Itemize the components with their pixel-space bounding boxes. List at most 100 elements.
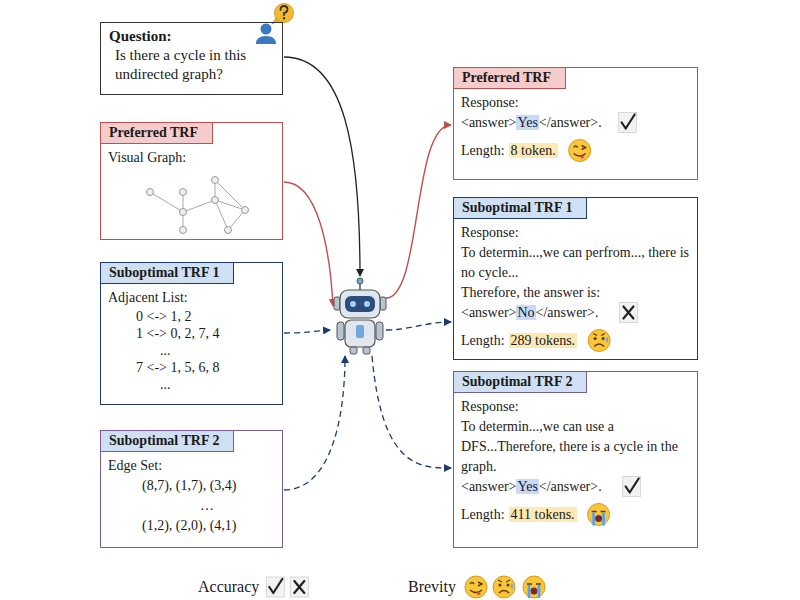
response-box: Preferred TRF Response: <answer>Yes</answe… [453, 67, 698, 180]
answer-text: </answer>. [536, 305, 599, 320]
box-title-tab: Suboptimal TRF 1 [101, 263, 234, 284]
graph-vertices [180, 209, 187, 216]
list-item: 1 <-> 0, 2, 7, 4 [136, 326, 219, 341]
response-box: Suboptimal TRF 1 Response: To determin...,… [453, 197, 698, 360]
trf-box: Preferred TRF Visual Graph: [100, 122, 283, 240]
person-icon [256, 36, 276, 44]
answer-text: <answer>Yes</answer>. [461, 113, 690, 133]
graph-edges [215, 200, 228, 230]
sad-emoji [493, 576, 515, 598]
box-title-tab: Suboptimal TRF 2 [454, 372, 587, 393]
question-arrow [284, 57, 360, 276]
box-title-tab: Preferred TRF [462, 70, 551, 85]
person-icon [283, 17, 285, 19]
graph-edges [215, 180, 245, 210]
graph-vertices [180, 189, 187, 196]
text-line: Visual Graph: [108, 148, 275, 168]
length-text: 8 token. [509, 143, 558, 158]
text-line: Adjacent List: [108, 288, 275, 308]
length-text: Length: [461, 333, 505, 348]
robot-icon [356, 325, 364, 338]
robot-icon [340, 290, 380, 318]
check-mark [619, 113, 637, 133]
response-text: To determin...,we can perfrom..., there … [461, 243, 690, 283]
check-mark [623, 477, 641, 497]
box-title-tab: Suboptimal TRF 2 [109, 433, 219, 448]
suboptimal-input-arrow [284, 330, 330, 333]
text-line: Response: [461, 399, 519, 414]
text-line: Response: [461, 93, 690, 113]
suboptimal-input-arrow [284, 356, 345, 490]
legend-label: Accuracy [198, 577, 259, 597]
answer-text: <answer>Yes</answer>. [461, 477, 690, 497]
box-heading: Question: [109, 27, 274, 46]
length-text: 289 tokens. [509, 333, 578, 348]
length-text: 411 tokens. [509, 507, 577, 522]
text-line: Response: [461, 223, 690, 243]
cross-mark [290, 577, 308, 597]
box-title-tab: Suboptimal TRF 2 [462, 374, 572, 389]
box-title-tab: Preferred TRF [101, 123, 213, 144]
list-item: … [200, 498, 214, 513]
suboptimal-output-arrow [372, 356, 451, 468]
robot-icon [364, 301, 370, 307]
length-text: Length:8 token. [461, 141, 690, 161]
length-text: Length: [461, 507, 505, 522]
question-text: Is there a cycle in this undirected grap… [115, 47, 246, 82]
crying-emoji [523, 576, 545, 598]
response-text: To determin...,we can use a DFS...Theref… [461, 419, 678, 474]
response-text: To determin...,we can perfrom..., there … [461, 245, 689, 280]
answer-text: <answer> [461, 115, 516, 130]
list-item: (1,2), (2,0), (4,1) [108, 516, 275, 536]
response-text: Therefore, the answer is: [461, 283, 690, 303]
box-title-tab: Preferred TRF [454, 68, 566, 89]
person-icon [275, 4, 294, 23]
response-text: Therefore, the answer is: [461, 285, 600, 300]
graph-edges [150, 180, 245, 230]
robot-icon [350, 301, 356, 307]
list-item: 0 <-> 1, 2 [108, 308, 275, 325]
box-title-tab: Suboptimal TRF 2 [101, 431, 234, 452]
text-line: Response: [461, 95, 519, 110]
graph-vertices [212, 177, 219, 184]
box-title-tab: Suboptimal TRF 1 [454, 198, 587, 219]
graph-vertices [180, 227, 187, 234]
text-line: Response: [461, 397, 690, 417]
graph-edges [183, 200, 215, 212]
answer-text: </answer>. [539, 479, 602, 494]
check-mark [266, 577, 284, 597]
box-title-tab: Suboptimal TRF 1 [462, 200, 572, 215]
answer-text: </answer>. [539, 115, 602, 130]
list-item: (1,2), (2,0), (4,1) [142, 518, 236, 533]
list-item: 7 <-> 1, 5, 6, 8 [136, 360, 219, 375]
sad-emoji [588, 330, 610, 352]
preferred-input-arrow [284, 182, 333, 306]
answer-text: <answer> [461, 305, 516, 320]
text-line: Response: [461, 225, 519, 240]
robot-icon [363, 347, 370, 354]
robot-icon [345, 296, 375, 312]
list-item: 1 <-> 0, 2, 7, 4 [108, 325, 275, 342]
answer-text: Yes [516, 115, 538, 130]
graph-vertices [212, 197, 219, 204]
robot-icon [345, 320, 375, 347]
answer-text: No [516, 305, 535, 320]
text-line: Edge Set: [108, 458, 162, 473]
list-item: (8,7), (1,7), (3,4) [142, 478, 236, 493]
preferred-output-arrow [386, 125, 451, 298]
box-title-tab: Preferred TRF [109, 125, 198, 140]
robot-icon [334, 297, 340, 310]
question-text: Is there a cycle in this undirected grap… [109, 46, 274, 84]
graph-vertices [225, 227, 232, 234]
robot-icon [376, 322, 383, 340]
answer-text: Yes [516, 479, 538, 494]
list-item: 7 <-> 1, 5, 6, 8 [108, 359, 275, 376]
list-item: ... [108, 342, 275, 359]
response-text: To determin...,we can use a DFS...Theref… [461, 417, 690, 477]
length-text: Length: 289 tokens. [461, 331, 690, 351]
visual-graph-illustration [147, 177, 249, 234]
text-line: Adjacent List: [108, 290, 188, 305]
trf-box: Suboptimal TRF 1 Adjacent List: 0 <-> 1, 2… [100, 262, 283, 405]
response-box: Suboptimal TRF 2 Response: To determin...,… [453, 371, 698, 548]
answer-text: <answer> [461, 479, 516, 494]
